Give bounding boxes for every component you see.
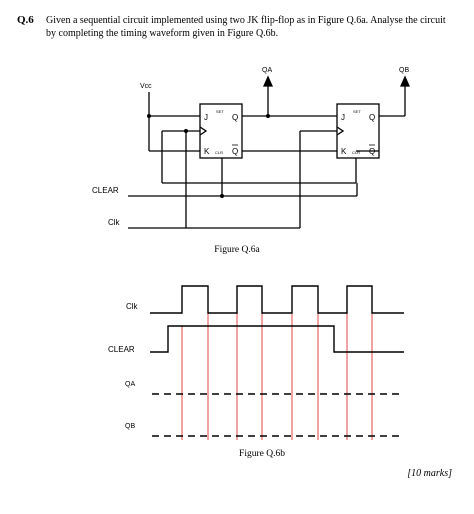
ffb-qbar-label: Q [369,147,375,156]
qb-output-label: QB [399,67,409,74]
ffa-k-label: K [204,147,210,156]
ffa-set-label: SET [216,109,224,114]
clk-waveform [150,285,404,314]
clear-waveform [150,325,404,353]
timing-label-qa: QA [125,381,135,388]
clear-input-label: CLEAR [92,186,119,195]
question-number: Q.6 [17,14,34,26]
ffa-j-label: J [204,113,208,122]
clk-input-label: Clk [108,218,121,227]
junction-dots [147,114,270,198]
question-text: Given a sequential circuit implemented u… [46,15,446,39]
marks-label: [10 marks] [407,468,452,479]
timing-label-qb: QB [125,423,135,430]
vcc-label: Vcc [140,83,152,90]
ffa-q-label: Q [232,113,238,122]
ffb-j-label: J [341,113,345,122]
timing-label-clk: Clk [126,302,139,311]
circuit-diagram [128,75,411,229]
ffa-qbar-label: Q [232,147,238,156]
ffb-set-label: SET [353,109,361,114]
ffb-k-label: K [341,147,347,156]
figure-a-caption: Figure Q.6a [214,245,260,255]
ffb-q-label: Q [369,113,375,122]
figure-b-caption: Figure Q.6b [239,449,285,459]
timing-label-clear: CLEAR [108,345,135,354]
ffa-clr-label: CLR [215,150,223,155]
ffb-clr-label: CLR [352,150,360,155]
timing-guides [181,286,373,440]
qa-output-label: QA [262,67,272,74]
timing-waveforms [150,285,404,437]
